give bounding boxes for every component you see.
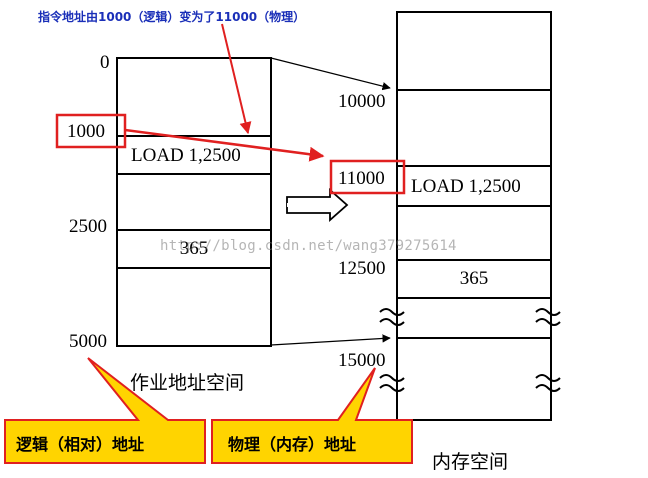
job-address-0: 0 (100, 52, 110, 73)
job-space-title: 作业地址空间 (130, 372, 245, 394)
callout-logical-text: 逻辑（相对）地址 (16, 435, 145, 454)
job-address-2500: 2500 (69, 216, 107, 237)
mem-address-11000: 11000 (338, 168, 385, 189)
memory-space-title: 内存空间 (432, 451, 509, 473)
mem-cell-load: LOAD 1,2500 (411, 176, 521, 197)
job-cell-load: LOAD 1,2500 (131, 145, 241, 166)
caption-text: 指令地址由1000（逻辑）变为了11000（物理） (38, 10, 306, 24)
break-marks (379, 308, 561, 392)
job-space-box (116, 57, 272, 347)
mem-address-12500: 12500 (338, 258, 386, 279)
red-map-arrow (124, 128, 325, 162)
callout-physical-text: 物理（内存）地址 (228, 435, 357, 454)
mem-address-10000: 10000 (338, 91, 386, 112)
job-address-5000: 5000 (69, 331, 107, 352)
highlight-11000 (329, 159, 406, 195)
memory-space-box (396, 11, 552, 421)
map-arrow-top (270, 57, 391, 91)
mem-address-15000: 15000 (338, 350, 386, 371)
mem-cell-365: 365 (459, 268, 489, 289)
callout-logical-shape (4, 357, 206, 464)
caption-pointer-arrow (221, 23, 252, 135)
map-arrow-bottom (270, 334, 391, 346)
job-cell-365: 365 (179, 238, 209, 259)
callout-physical-shape (211, 367, 413, 464)
watermark-url: http://blog.csdn.net/wang379275614 (160, 238, 457, 254)
job-address-1000: 1000 (67, 121, 105, 142)
